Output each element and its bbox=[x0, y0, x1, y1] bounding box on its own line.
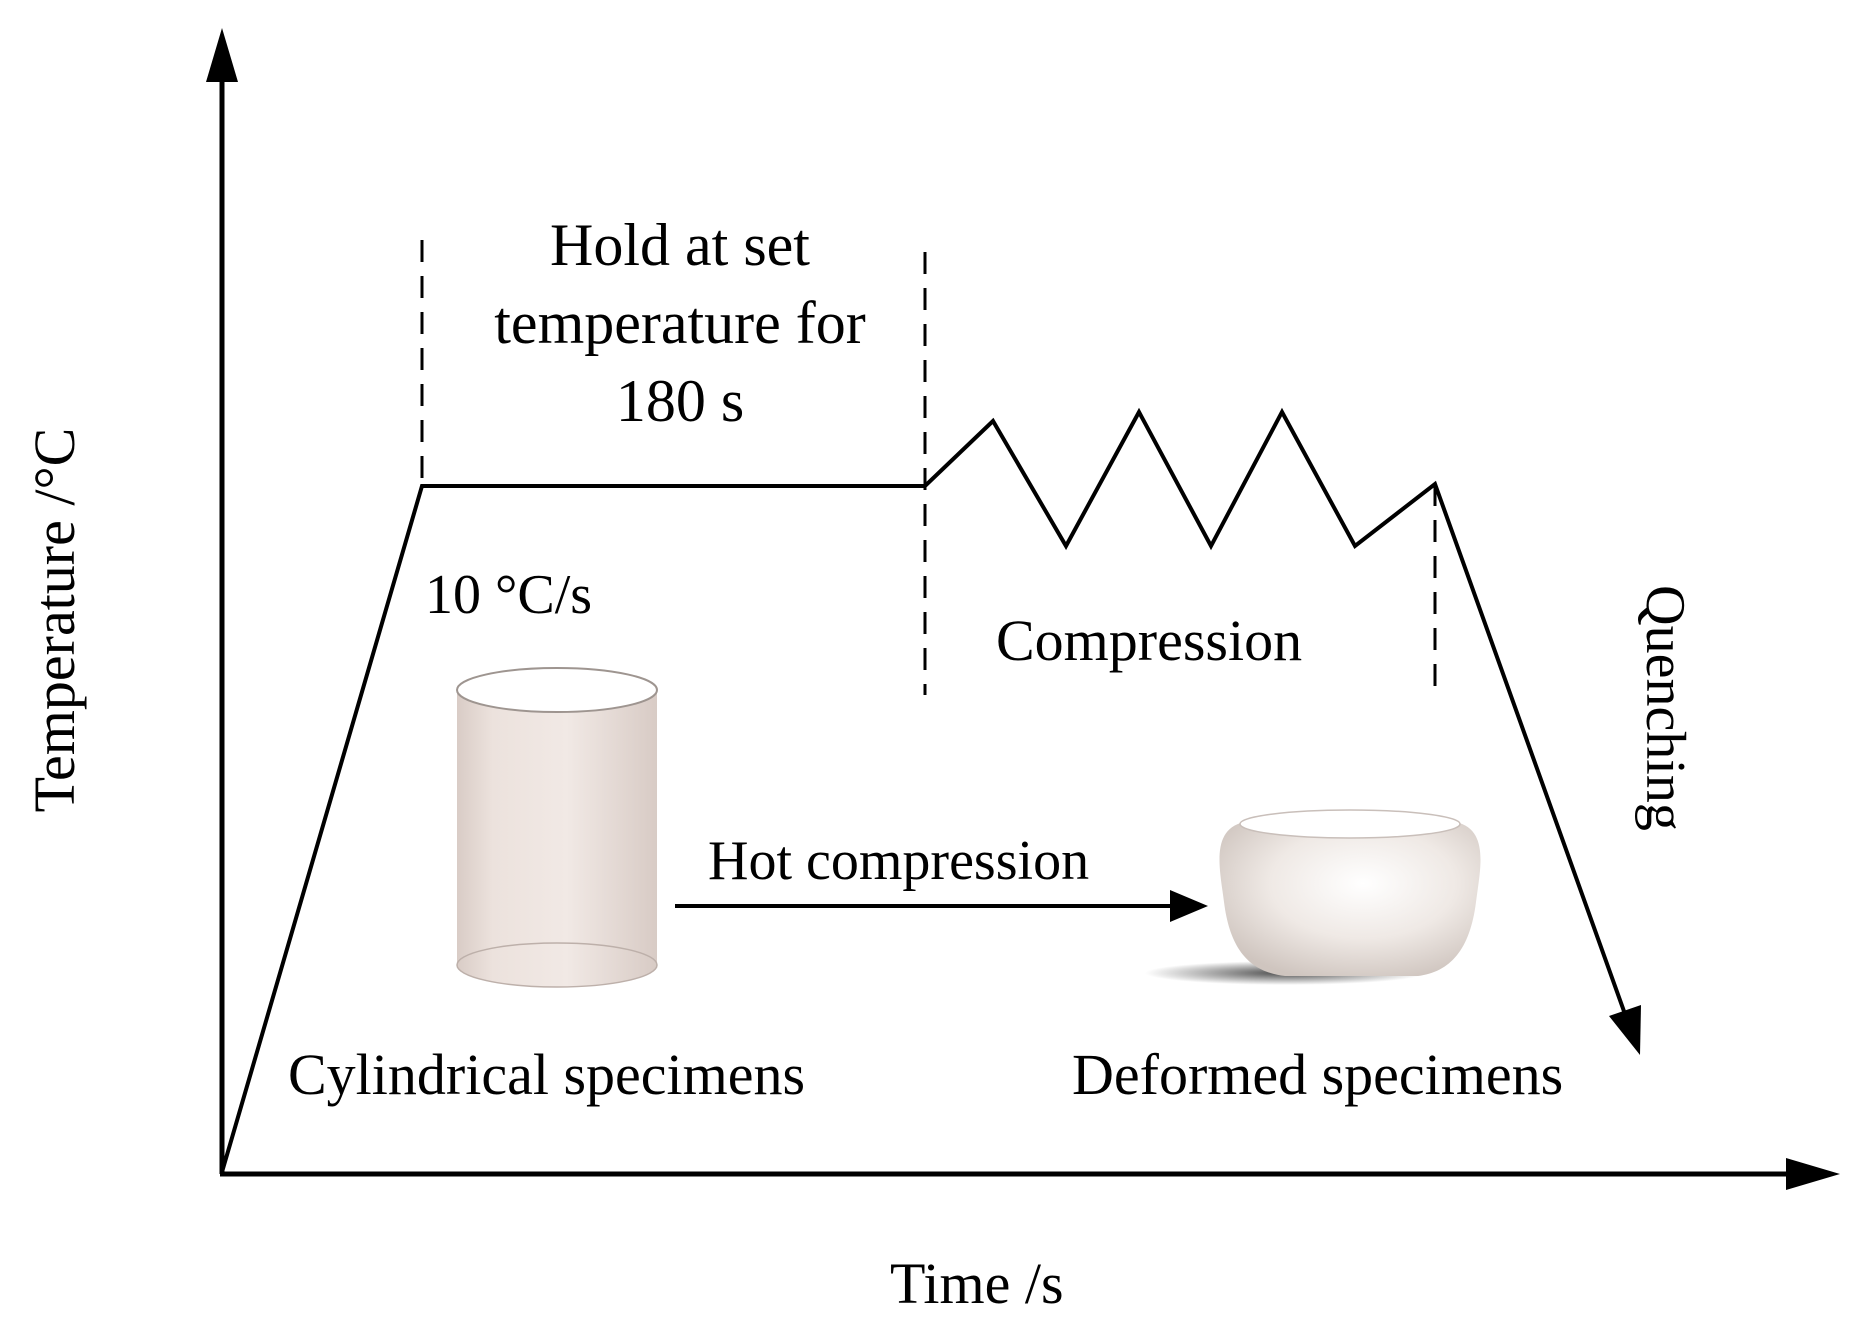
hold-label-line-1: Hold at set bbox=[550, 212, 810, 278]
deformed-specimen-image bbox=[1145, 809, 1481, 985]
hold-label-line-3: 180 s bbox=[615, 368, 745, 434]
hot-compression-arrow bbox=[675, 890, 1208, 922]
hold-label-line-2: temperature for bbox=[494, 290, 866, 356]
cylindrical-specimen-image bbox=[456, 667, 658, 988]
quenching-stage-label: Quenching bbox=[1634, 585, 1696, 831]
y-axis-label: Temperature /°C bbox=[22, 427, 87, 813]
x-axis bbox=[220, 1158, 1840, 1190]
hold-stage-label: Hold at set temperature for 180 s bbox=[440, 206, 920, 440]
deformed-specimens-label: Deformed specimens bbox=[1072, 1042, 1564, 1107]
y-axis bbox=[206, 28, 238, 1174]
x-axis-label: Time /s bbox=[890, 1251, 1064, 1316]
temperature-profile-line bbox=[220, 407, 1632, 1173]
x-axis-arrowhead bbox=[1786, 1158, 1840, 1190]
compression-stage-label: Compression bbox=[996, 608, 1303, 673]
stage-boundaries bbox=[420, 240, 1437, 695]
quenching-arrowhead bbox=[1609, 1005, 1641, 1055]
y-axis-arrowhead bbox=[206, 28, 238, 82]
heating-rate-label: 10 °C/s bbox=[425, 564, 593, 626]
cylindrical-specimens-label: Cylindrical specimens bbox=[288, 1042, 806, 1107]
hot-compression-label: Hot compression bbox=[708, 830, 1090, 892]
